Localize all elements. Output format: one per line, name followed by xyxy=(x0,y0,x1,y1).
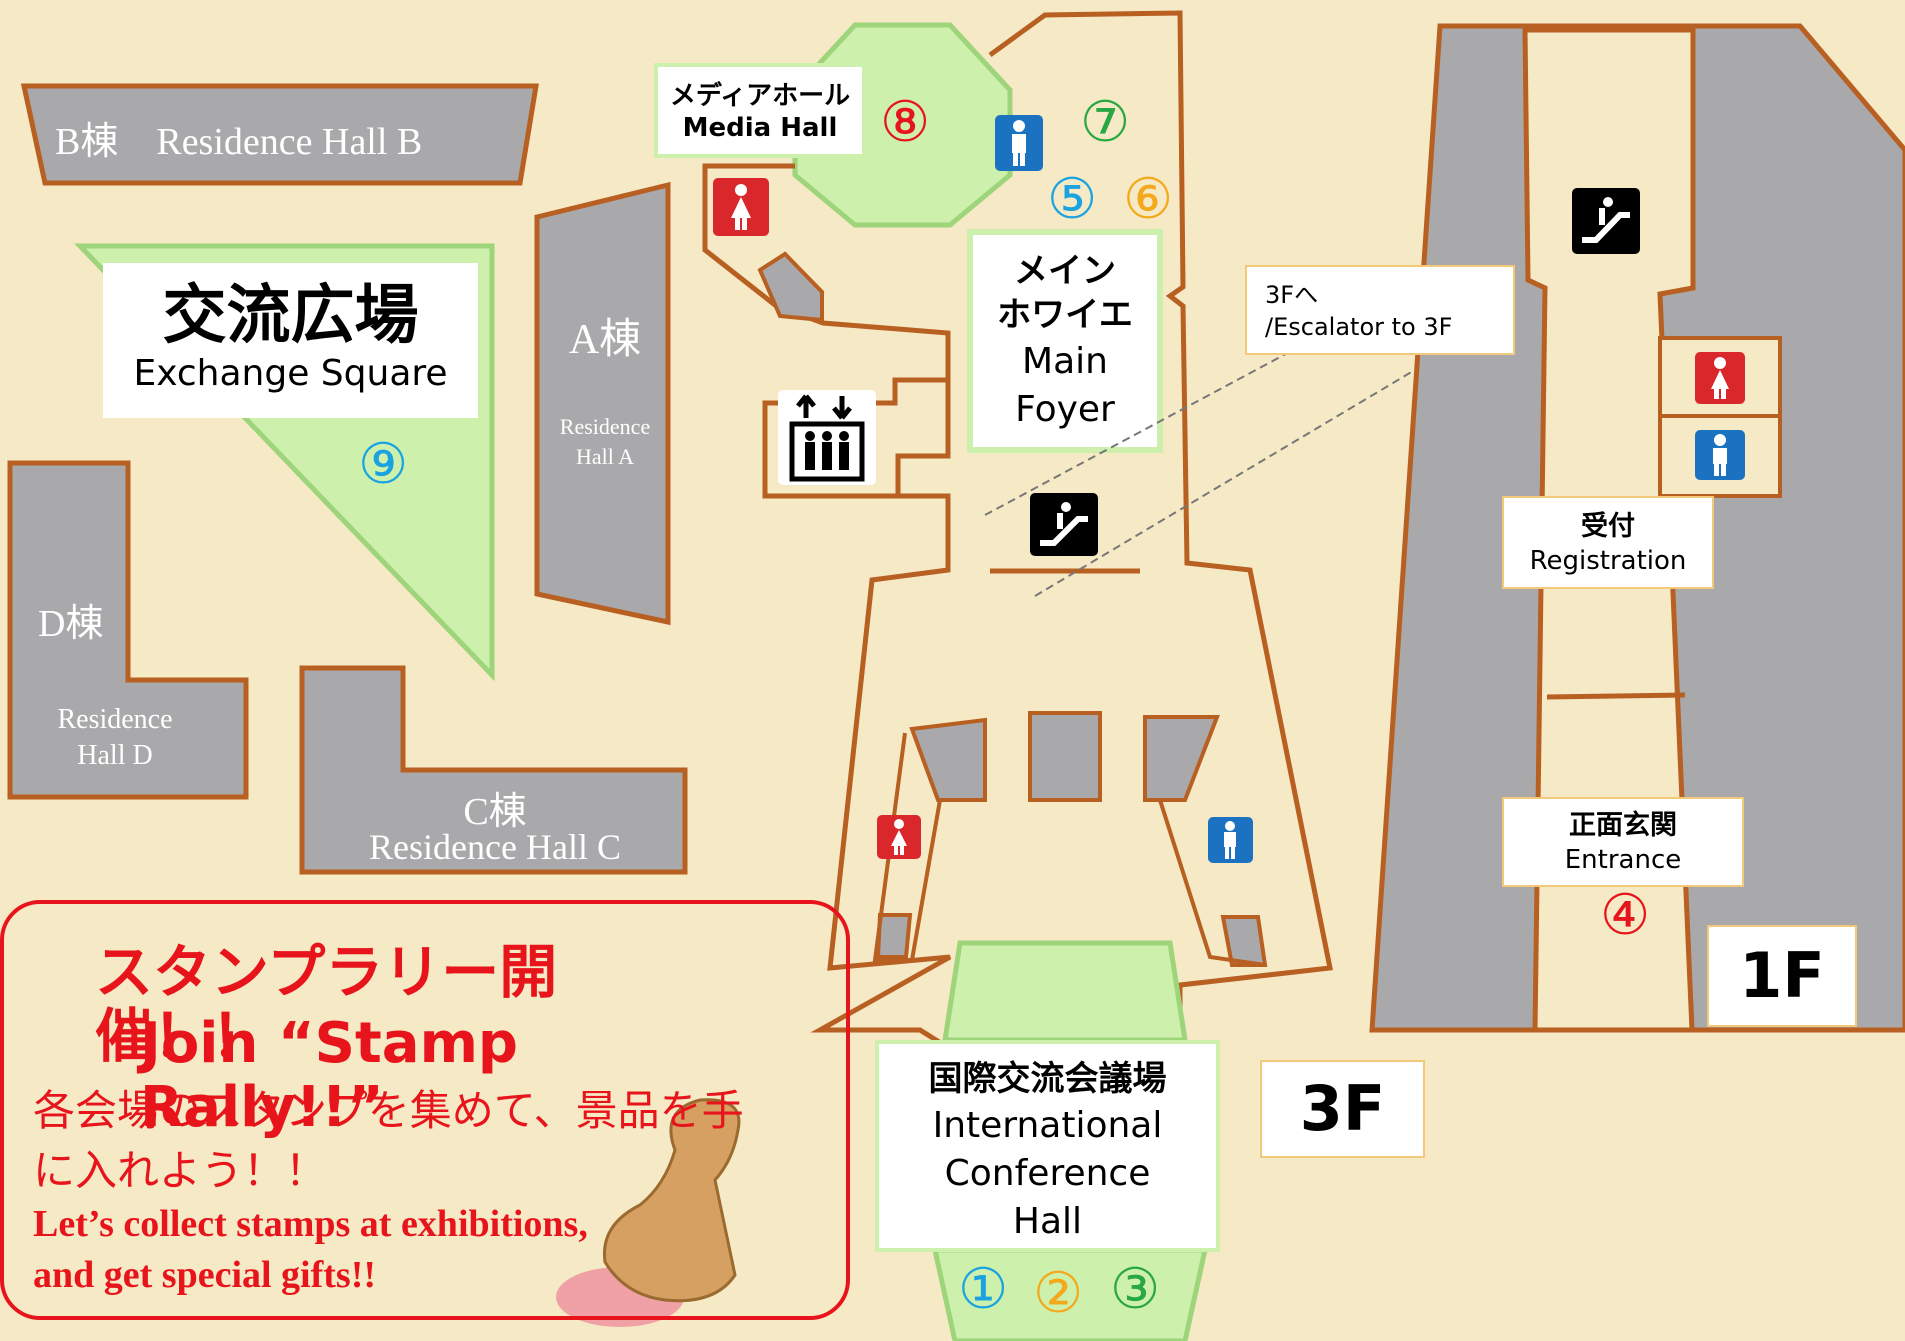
conference-hall-en-2: Conference xyxy=(944,1153,1151,1194)
stamp-point-8: ⑧ xyxy=(880,90,931,155)
residence-hall-a-title: A棟 xyxy=(568,317,642,363)
stamp-rally-box xyxy=(0,900,850,1320)
escalator-icon xyxy=(1572,188,1640,254)
main-foyer-shape xyxy=(967,229,1163,453)
room-center xyxy=(1028,711,1102,802)
media-hall-en: Media Hall xyxy=(682,113,838,143)
restroom-female-icon xyxy=(1695,352,1745,404)
stamp-rally-desc-en-1: Let’s collect stamps at exhibitions, xyxy=(33,1203,588,1245)
residence-hall-b-shape xyxy=(20,83,539,186)
residence-hall-a-sub: Residence Hall A xyxy=(545,412,665,472)
registration-label: 受付 Registration xyxy=(1502,496,1714,589)
exchange-square-label: 交流広場 Exchange Square xyxy=(103,263,478,418)
entrance-jp: 正面玄関 xyxy=(1569,810,1677,841)
main-foyer-en-1: Main xyxy=(1022,341,1108,382)
conference-hall-en-3: Hall xyxy=(1012,1201,1083,1242)
stamp-rally-desc-jp-1: 各会場のスタンプを集めて、景品を手 xyxy=(33,1086,744,1135)
stamp-rally-desc-en-2: and get special gifts!! xyxy=(33,1254,377,1296)
residence-hall-d-shape xyxy=(7,460,249,800)
restroom-male-icon xyxy=(995,115,1043,171)
registration-jp: 受付 xyxy=(1581,511,1635,542)
stamp-rally-desc-jp-2: に入れよう！！ xyxy=(33,1146,328,1195)
room-right xyxy=(1143,715,1220,802)
residence-hall-b-label: B棟 Residence Hall B xyxy=(55,121,423,163)
residence-hall-c-sub: Residence Hall C xyxy=(369,827,621,867)
right-corridor-outline xyxy=(1158,799,1266,967)
elevator-icon xyxy=(778,390,876,485)
stamp-point-5: ⑤ xyxy=(1047,167,1098,232)
exchange-square-en: Exchange Square xyxy=(133,353,448,394)
stamp-point-7: ⑦ xyxy=(1080,90,1131,155)
restroom-male-icon xyxy=(1695,430,1745,480)
main-foyer-jp-2: ホワイエ xyxy=(997,295,1133,335)
escalator-3f-en: /Escalator to 3F xyxy=(1265,313,1453,341)
main-foyer-en-2: Foyer xyxy=(1015,389,1115,430)
main-building-outline xyxy=(702,10,1333,1084)
registration-en: Registration xyxy=(1529,546,1687,576)
escalator-3f-jp: 3Fへ xyxy=(1265,281,1319,309)
floor-label-1f: 1F xyxy=(1707,925,1857,1027)
room-left-lower xyxy=(875,913,913,959)
stair-room-upper xyxy=(757,251,824,323)
residence-hall-a-sub-text: Residence Hall A xyxy=(559,414,651,469)
main-foyer-jp-1: メイン xyxy=(1014,251,1116,291)
main-foyer-label: メイン ホワイエ Main Foyer xyxy=(975,250,1155,434)
conference-hall-label: 国際交流会議場 International Conference Hall xyxy=(875,1040,1220,1252)
residence-hall-d-sub-text: Residence Hall D xyxy=(57,704,173,771)
stamp-point-2: ② xyxy=(1033,1261,1084,1326)
conference-hall-jp: 国際交流会議場 xyxy=(928,1059,1167,1099)
residence-hall-c-title: C棟 xyxy=(463,791,527,833)
restroom-female-icon xyxy=(877,815,921,859)
stamp-icon xyxy=(556,1098,741,1327)
restroom-male-icon xyxy=(1208,817,1253,863)
residence-hall-c-shape xyxy=(299,665,688,875)
conference-hall-en-1: International xyxy=(932,1105,1163,1146)
stamp-point-1: ① xyxy=(958,1257,1009,1322)
room-left xyxy=(909,717,987,802)
residence-hall-d-sub: Residence Hall D xyxy=(40,702,190,774)
media-hall-label: メディアホール Media Hall xyxy=(654,63,866,158)
stamp-point-9: ⑨ xyxy=(358,432,409,497)
restroom-female-icon xyxy=(713,178,769,236)
conference-hall-upper-shape xyxy=(942,940,1188,1043)
residence-hall-d-title: D棟 xyxy=(38,603,104,645)
media-connector-outline xyxy=(702,163,795,196)
stamp-rally-title-jp: スタンプラリー開催！！ xyxy=(95,938,558,1070)
stamp-point-4: ④ xyxy=(1600,883,1651,948)
stamp-point-6: ⑥ xyxy=(1123,167,1174,232)
floor-label-3f: 3F xyxy=(1260,1060,1425,1158)
escalator-3f-label: 3Fへ /Escalator to 3F xyxy=(1245,265,1515,355)
exchange-square-jp: 交流広場 xyxy=(162,279,419,353)
entrance-en: Entrance xyxy=(1564,845,1682,875)
stamp-rally-title-en: Join “Stamp Rally!!” xyxy=(140,1011,518,1140)
escalator-icon xyxy=(1030,493,1098,556)
stamp-point-3: ③ xyxy=(1110,1257,1161,1322)
media-hall-jp: メディアホール xyxy=(669,81,851,111)
ground-floor-divider xyxy=(1546,692,1686,700)
residence-hall-a-shape xyxy=(534,181,671,626)
entrance-label: 正面玄関 Entrance xyxy=(1502,797,1744,887)
